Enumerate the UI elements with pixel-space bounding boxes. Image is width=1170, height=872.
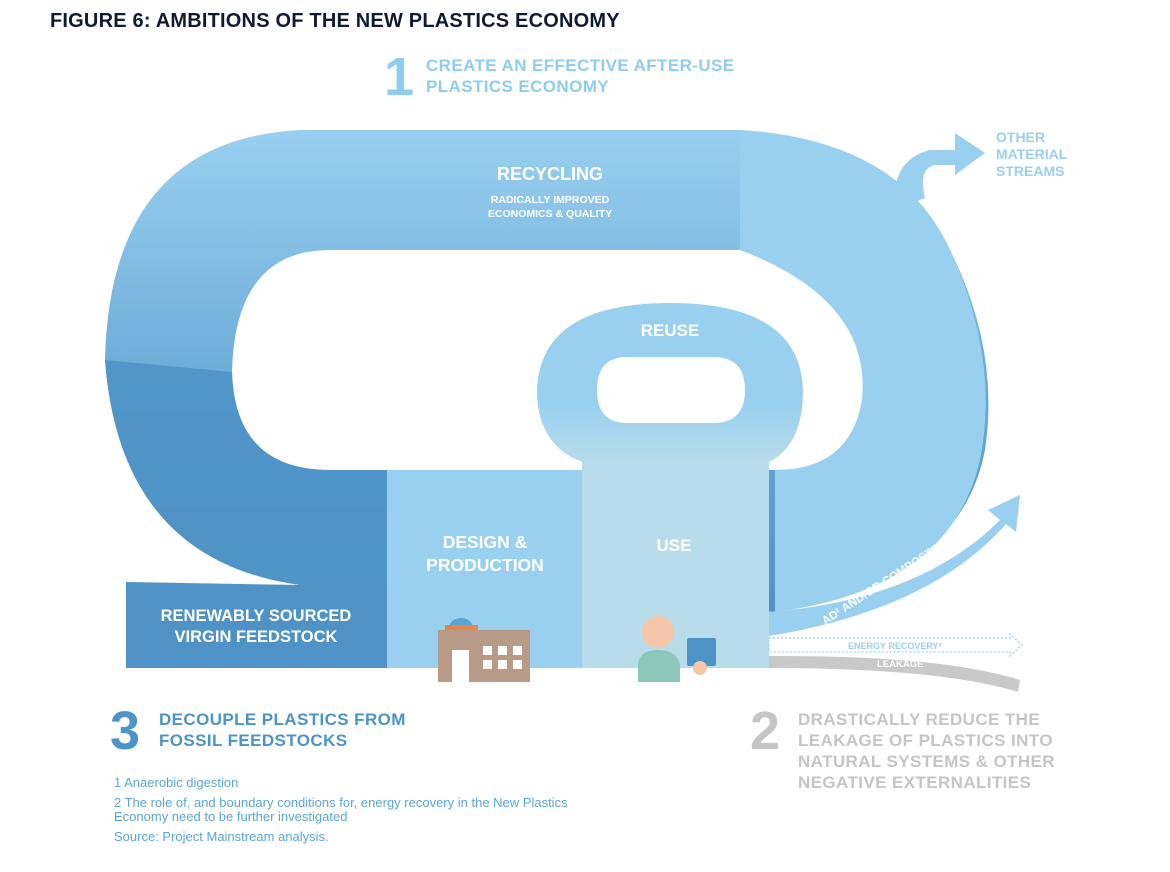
use-block	[582, 462, 769, 668]
recycling-loop-right	[740, 130, 986, 612]
reuse-loop	[537, 303, 803, 462]
recycling-sub2: ECONOMICS & QUALITY	[487, 208, 613, 220]
other-streams-label: OTHER MATERIAL STREAMS	[996, 129, 1067, 180]
renewable-label: RENEWABLY SOURCED VIRGIN FEEDSTOCK	[128, 606, 384, 648]
ad-composting-arrow	[769, 495, 1020, 636]
other-streams-line1: OTHER	[996, 129, 1045, 145]
leakage-label: LEAKAGE	[877, 659, 923, 670]
ambition-1-line2: PLASTICS ECONOMY	[426, 77, 610, 96]
ambition-2-line4: NEGATIVE EXTERNALITIES	[798, 773, 1032, 792]
other-streams-line3: STREAMS	[996, 163, 1065, 179]
use-label: USE	[656, 536, 692, 555]
other-streams-arrow	[894, 133, 985, 210]
recycling-sublabel: RADICALLY IMPROVED ECONOMICS & QUALITY	[440, 193, 660, 221]
design-production-label: DESIGN & PRODUCTION	[390, 531, 580, 577]
ambition-3-number: 3	[110, 701, 141, 761]
ambition-2-line1: DRASTICALLY REDUCE THE	[798, 710, 1041, 729]
renewable-feedstock-rise	[105, 360, 387, 585]
ambition-3-text: DECOUPLE PLASTICS FROM FOSSIL FEEDSTOCKS	[159, 709, 406, 751]
reuse-label: REUSE	[640, 321, 700, 340]
factory-icon	[438, 618, 530, 682]
energy-recovery-label: ENERGY RECOVERY²	[848, 641, 942, 651]
ambition-1-line1: CREATE AN EFFECTIVE AFTER-USE	[426, 56, 735, 75]
person-icon	[638, 616, 716, 682]
source-note: Source: Project Mainstream analysis.	[114, 829, 329, 844]
figure-title: FIGURE 6: AMBITIONS OF THE NEW PLASTICS …	[50, 10, 620, 32]
recycling-sub1: RADICALLY IMPROVED	[490, 194, 610, 206]
leakage-arrow	[769, 655, 1020, 692]
ambition-2-text: DRASTICALLY REDUCE THE LEAKAGE OF PLASTI…	[798, 709, 1055, 793]
design-line1: DESIGN &	[442, 532, 528, 552]
ambition-2-line2: LEAKAGE OF PLASTICS INTO	[798, 731, 1053, 750]
other-streams-line2: MATERIAL	[996, 146, 1068, 162]
renewable-feedstock-block	[126, 470, 387, 668]
renewable-line2: VIRGIN FEEDSTOCK	[174, 628, 338, 646]
energy-recovery-arrow	[768, 632, 1023, 658]
design-line2: PRODUCTION	[426, 555, 544, 575]
footnote-2-line2: Economy need to be further investigated	[114, 809, 348, 824]
footnote-1: 1 Anaerobic digestion	[114, 775, 239, 790]
footnote-2-line1: 2 The role of, and boundary conditions f…	[114, 795, 568, 810]
ambition-3-line2: FOSSIL FEEDSTOCKS	[159, 731, 348, 750]
renewable-line1: RENEWABLY SOURCED	[160, 607, 352, 625]
ambition-1-text: CREATE AN EFFECTIVE AFTER-USE PLASTICS E…	[426, 55, 734, 97]
footnote-2: 2 The role of, and boundary conditions f…	[114, 796, 568, 824]
ambition-2-number: 2	[750, 701, 781, 761]
recycling-label: RECYCLING	[496, 164, 603, 184]
ambition-1-number: 1	[384, 47, 415, 107]
ambition-2-line3: NATURAL SYSTEMS & OTHER	[798, 752, 1055, 771]
ambition-3-line1: DECOUPLE PLASTICS FROM	[159, 710, 406, 729]
